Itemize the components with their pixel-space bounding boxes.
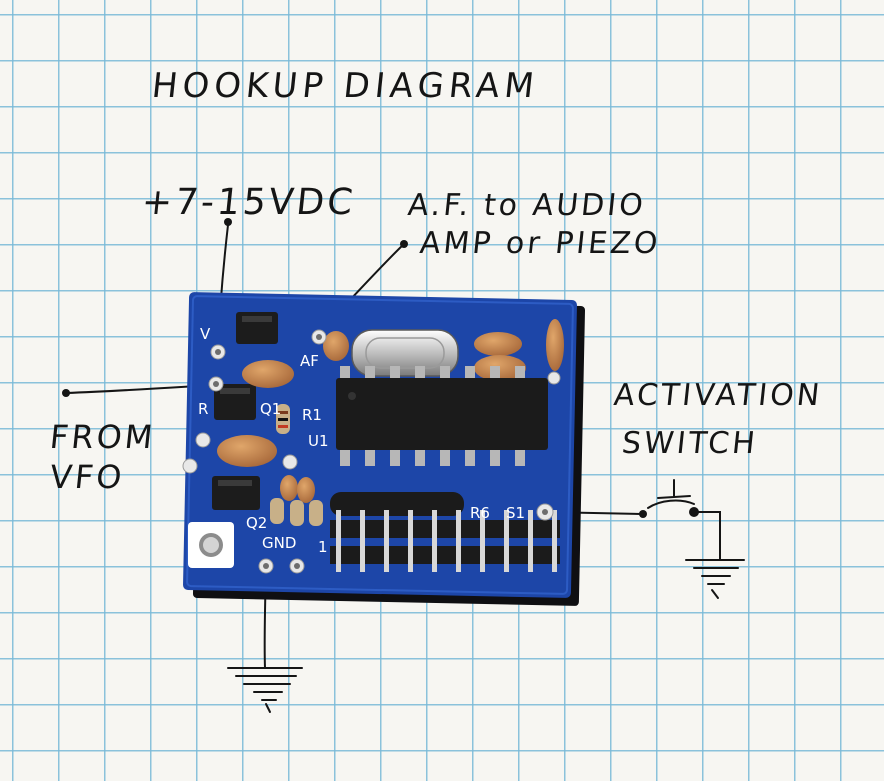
- transistor-top: [236, 312, 278, 344]
- silk-r: R: [198, 400, 208, 418]
- silk-r1: R1: [302, 406, 322, 424]
- silk-q2: Q2: [246, 514, 267, 532]
- silk-af: AF: [300, 352, 319, 370]
- silk-u1: U1: [308, 432, 329, 450]
- vfo-endpoint: [62, 389, 70, 397]
- silk-gnd: GND: [262, 534, 296, 552]
- pcb-pads: [182, 329, 561, 574]
- switch-contact: [647, 499, 695, 509]
- transistor-q2: [212, 476, 260, 510]
- header-pins: [330, 510, 560, 572]
- silk-q1: Q1: [260, 400, 281, 418]
- switch-terminal-right: [689, 507, 699, 517]
- switch-ground-wire: [693, 511, 721, 561]
- ground-symbol-gnd: [227, 667, 303, 713]
- resistors: [270, 404, 323, 526]
- silk-v: V: [200, 325, 211, 343]
- ic-u1: [336, 366, 548, 466]
- silk-r6: R6: [470, 504, 490, 522]
- switch-actuator: [657, 479, 691, 499]
- resistor-network: [330, 492, 464, 516]
- silk-one: 1: [318, 538, 328, 556]
- mounting-hole: [188, 522, 234, 568]
- power-endpoint: [224, 218, 232, 226]
- switch-terminal-left: [639, 510, 647, 518]
- ground-symbol-switch: [685, 559, 745, 599]
- af-endpoint: [400, 240, 408, 248]
- crystal-oscillator: [351, 329, 459, 377]
- transistor-q1: [214, 384, 256, 420]
- silk-s1: S1: [506, 504, 525, 522]
- capacitors: [217, 319, 564, 503]
